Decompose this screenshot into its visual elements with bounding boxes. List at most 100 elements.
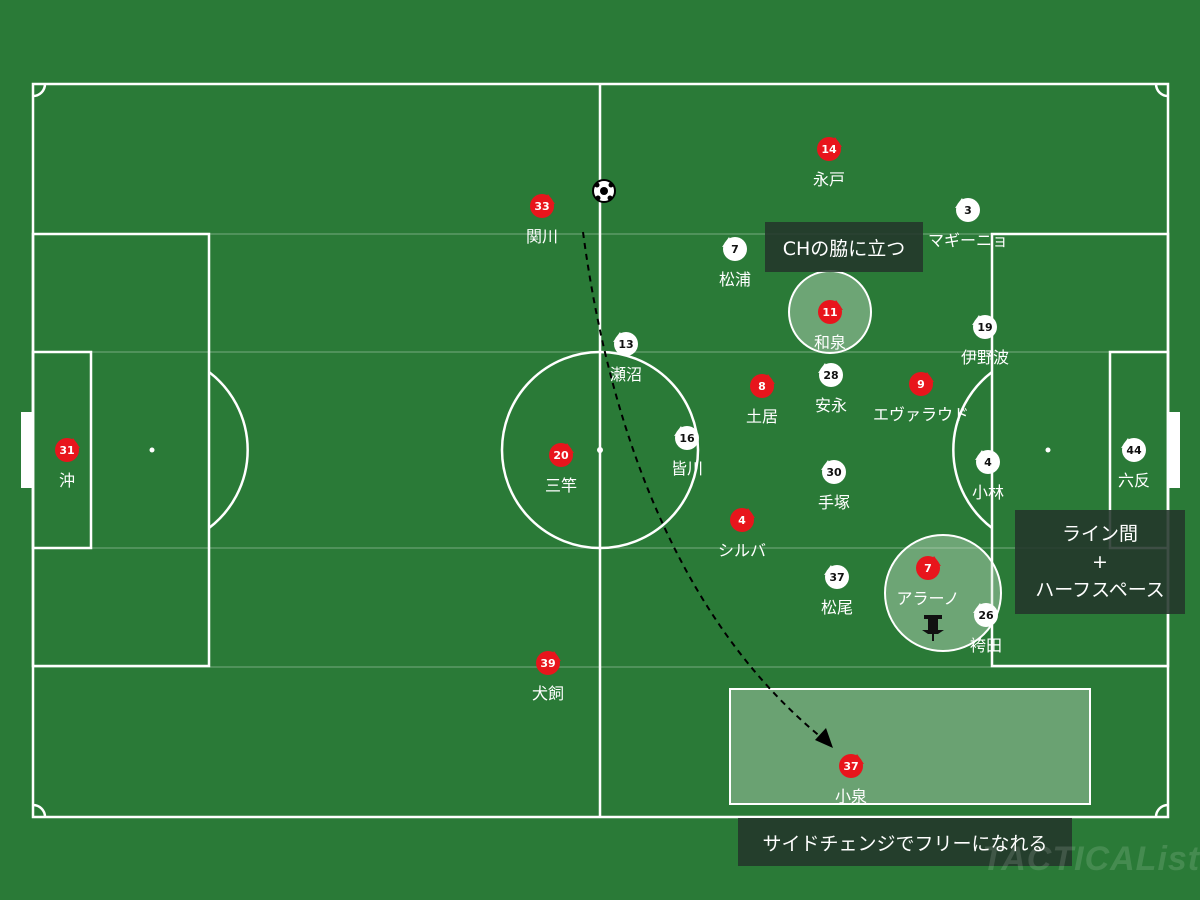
player-number: 39	[540, 657, 555, 670]
switch-pass-arrow	[582, 231, 823, 739]
player-white-16: 16 皆川	[671, 426, 703, 478]
player-token	[723, 237, 747, 261]
player-token	[536, 651, 560, 675]
player-number: 37	[829, 571, 844, 584]
player-name: 手塚	[818, 493, 850, 512]
player-token	[822, 460, 846, 484]
player-name: 小林	[972, 483, 1004, 502]
note-ch-side: CHの脇に立つ	[765, 222, 923, 272]
player-token	[614, 332, 638, 356]
player-name: 袴田	[970, 636, 1002, 655]
player-number: 33	[534, 200, 549, 213]
player-token	[819, 363, 843, 387]
left-goal	[21, 412, 33, 488]
pin-icon	[922, 615, 944, 641]
player-name: 六反	[1118, 471, 1150, 490]
player-white-13: 13 瀬沼	[610, 332, 642, 384]
player-name: 永戸	[813, 170, 845, 189]
player-number: 37	[843, 760, 858, 773]
player-name: 安永	[815, 396, 847, 415]
player-red-20: 20 三竿	[545, 443, 577, 495]
player-token	[973, 315, 997, 339]
player-number: 31	[59, 444, 74, 457]
player-token	[55, 438, 79, 462]
player-number: 19	[977, 321, 992, 334]
player-token	[530, 194, 554, 218]
player-number: 28	[823, 369, 838, 382]
player-token	[750, 374, 774, 398]
player-token	[818, 300, 842, 324]
player-token	[916, 556, 940, 580]
player-name: 三竿	[545, 476, 577, 495]
player-number: 13	[618, 338, 633, 351]
player-name: 伊野波	[961, 348, 1009, 367]
player-name: 和泉	[814, 333, 846, 352]
player-name: 松浦	[719, 270, 751, 289]
arrow-head	[815, 728, 833, 748]
player-red-31: 31 沖	[55, 438, 80, 490]
player-number: 30	[826, 466, 842, 479]
player-red-39: 39 犬飼	[532, 651, 564, 703]
player-name: 小泉	[835, 787, 867, 806]
player-white-19: 19 伊野波	[961, 315, 1009, 367]
player-name: 皆川	[671, 459, 703, 478]
player-token	[730, 508, 754, 532]
player-red-11: 11 和泉	[814, 300, 846, 352]
player-name: エヴァラウド	[873, 405, 969, 424]
note-between-lines-text-1: ライン間	[1061, 523, 1138, 545]
watermark-logo: TACTICALista	[982, 840, 1200, 878]
player-white-7: 7 松浦	[719, 237, 751, 289]
player-number: 44	[1126, 444, 1142, 457]
player-white-3: 3 マギーニョ	[928, 198, 1008, 250]
player-token	[976, 450, 1000, 474]
player-name: マギーニョ	[928, 231, 1008, 250]
player-token	[675, 426, 699, 450]
player-token	[974, 603, 998, 627]
player-token	[839, 754, 863, 778]
player-token	[1122, 438, 1146, 462]
player-number: 9	[917, 378, 925, 391]
right-goal	[1168, 412, 1180, 488]
player-token	[549, 443, 573, 467]
player-number: 26	[978, 609, 994, 622]
note-between-lines-text-2: ハーフスペース	[1035, 579, 1165, 601]
side-change-zone	[729, 688, 1091, 805]
note-side-change-text: サイドチェンジでフリーになれる	[762, 832, 1048, 855]
player-number: 20	[553, 449, 569, 462]
player-number: 16	[679, 432, 695, 445]
player-number: 8	[758, 380, 766, 393]
player-token	[909, 372, 933, 396]
player-number: 3	[964, 204, 972, 217]
player-red-33: 33 関川	[526, 194, 558, 246]
player-number: 11	[822, 306, 837, 319]
note-between-lines: ライン間 + ハーフスペース	[1015, 510, 1185, 614]
ball-icon	[592, 179, 616, 203]
player-white-30: 30 手塚	[818, 460, 850, 512]
player-name: 沖	[59, 471, 75, 490]
player-white-44: 44 六反	[1118, 438, 1150, 490]
player-red-8: 8土居	[746, 374, 778, 426]
highlight-circle-7	[884, 534, 1002, 652]
player-red-9: 9 エヴァラウド	[873, 372, 969, 424]
player-token	[956, 198, 980, 222]
player-token	[825, 565, 849, 589]
pitch-spots	[149, 447, 1051, 453]
player-token	[817, 137, 841, 161]
player-red-37: 37 小泉	[835, 754, 867, 806]
note-side-change: サイドチェンジでフリーになれる	[738, 818, 1072, 866]
note-ch-side-text: CHの脇に立つ	[782, 237, 906, 260]
player-name: 犬飼	[532, 684, 564, 703]
player-name: 瀬沼	[610, 365, 642, 384]
note-between-lines-plus: +	[1092, 551, 1108, 573]
player-number: 7	[731, 243, 739, 256]
player-number: 14	[821, 143, 837, 156]
player-white-28: 28 安永	[815, 363, 847, 415]
player-number: 4	[984, 456, 992, 469]
player-name: 関川	[526, 227, 558, 246]
player-white-4: 4 小林	[972, 450, 1004, 502]
